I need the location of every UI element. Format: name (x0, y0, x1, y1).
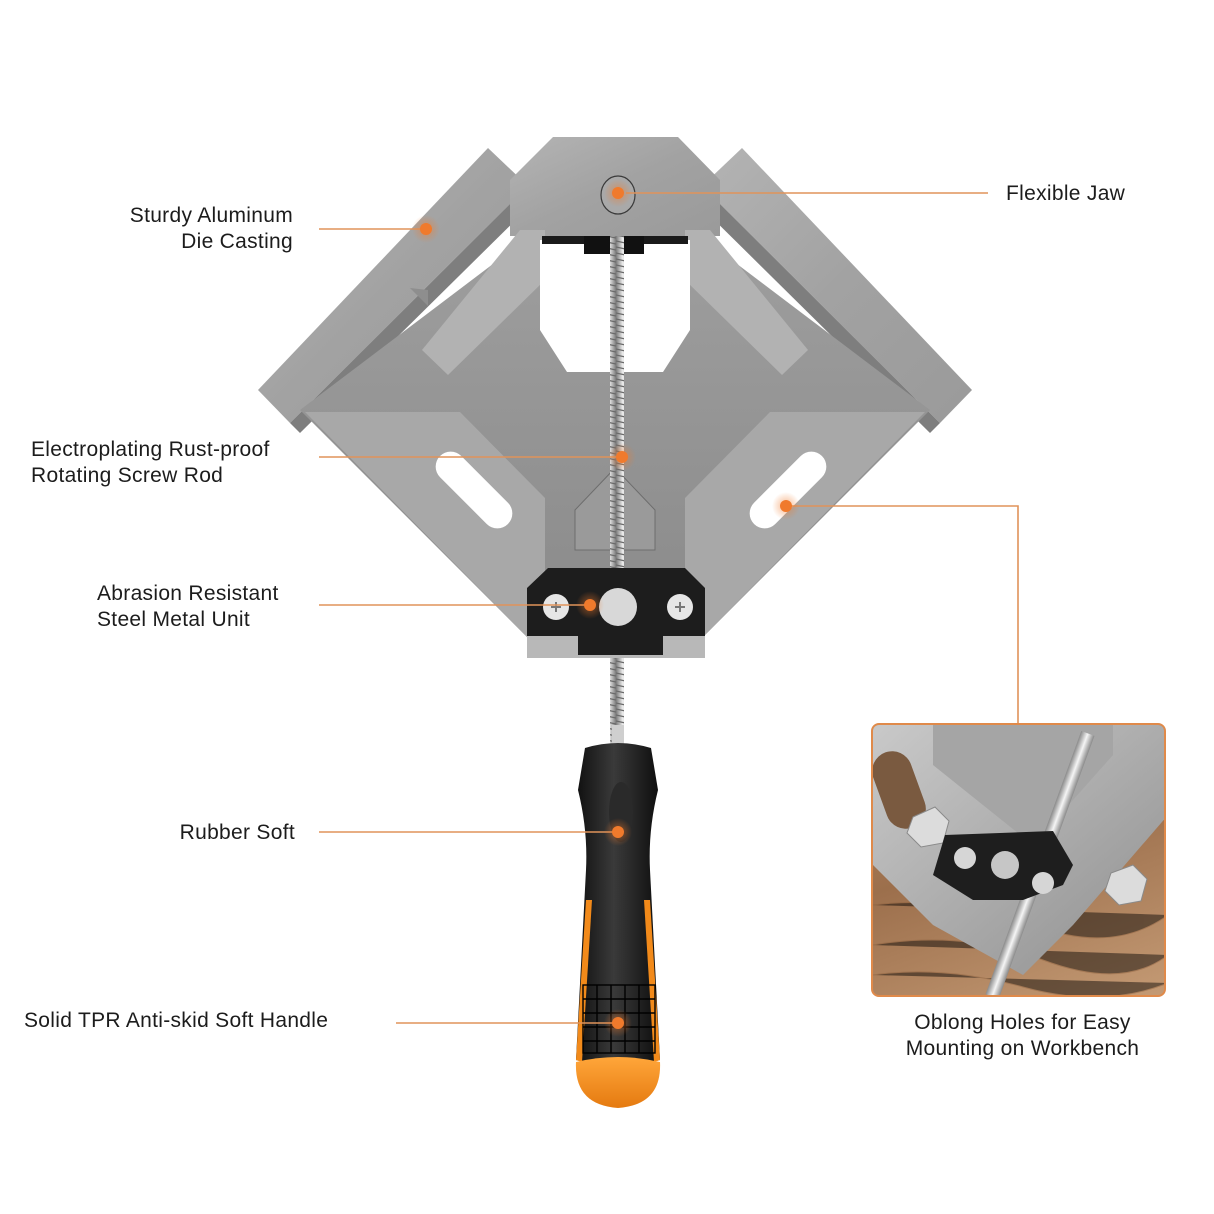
callout-rubber-soft: Rubber Soft (180, 820, 295, 846)
callout-line: Steel Metal Unit (97, 608, 251, 631)
callout-line: Abrasion Resistant (97, 582, 279, 605)
left-oblong-hole (435, 451, 513, 529)
callout-oblong-holes: Oblong Holes for Easy Mounting on Workbe… (871, 1010, 1174, 1062)
steel-metal-unit (527, 568, 705, 658)
left-lower-wing (305, 412, 545, 640)
callout-line: Oblong Holes for Easy (914, 1011, 1131, 1034)
center-pin (599, 588, 637, 626)
callout-line: Sturdy Aluminum (129, 204, 293, 227)
right-oblong-hole (749, 451, 827, 529)
callout-screw-rod: Electroplating Rust-proof Rotating Screw… (31, 437, 270, 489)
callout-steel-unit: Abrasion Resistant Steel Metal Unit (97, 581, 279, 633)
handle (575, 725, 661, 1108)
callout-line: Mounting on Workbench (905, 1037, 1140, 1060)
callout-line: Electroplating Rust-proof (31, 438, 270, 461)
callout-sturdy-aluminum: Sturdy Aluminum Die Casting (130, 203, 293, 255)
callout-line: Rubber Soft (179, 821, 295, 844)
callout-dots (412, 179, 800, 1037)
right-lower-wing (685, 412, 925, 640)
callout-line: Flexible Jaw (1006, 182, 1126, 205)
oblong-holes-closeup (871, 723, 1166, 997)
callout-line: Solid TPR Anti-skid Soft Handle (24, 1009, 329, 1032)
handle-cap (575, 1057, 661, 1108)
callout-tpr-handle: Solid TPR Anti-skid Soft Handle (24, 1008, 328, 1034)
callout-flexible-jaw: Flexible Jaw (1006, 181, 1125, 207)
leader-lines (319, 192, 1019, 1024)
screw-rod (610, 236, 624, 756)
callout-line: Die Casting (181, 230, 293, 253)
callout-line: Rotating Screw Rod (31, 464, 224, 487)
